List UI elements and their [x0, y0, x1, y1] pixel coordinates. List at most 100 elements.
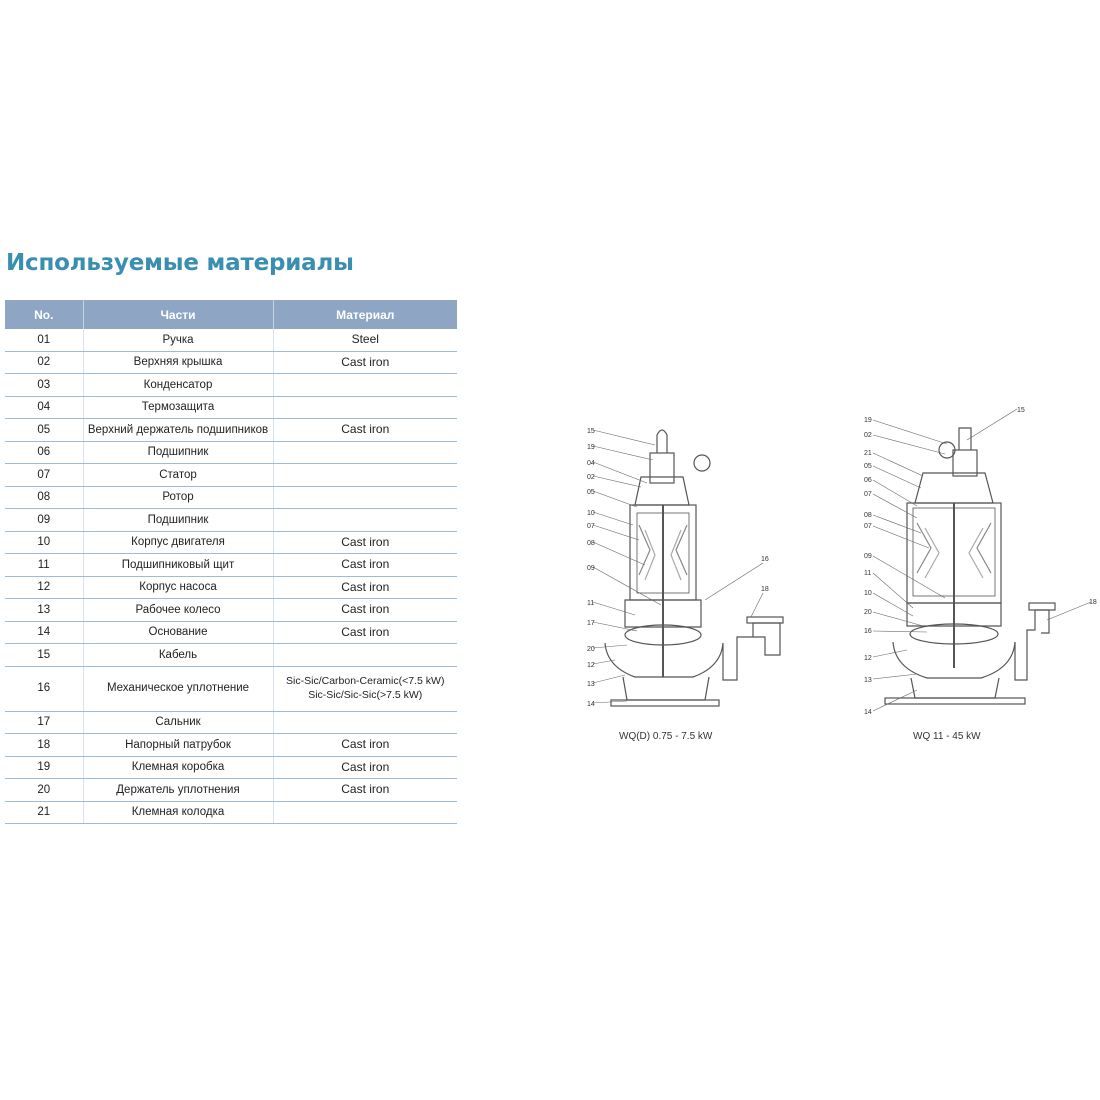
cell-part: Верхний держатель подшипников: [82, 418, 273, 442]
cell-material: Cast iron: [272, 778, 457, 802]
callout-label: 15: [1017, 407, 1025, 414]
callout-label: 07: [864, 523, 872, 530]
cell-part: Подшипник: [82, 508, 273, 532]
cell-material: Cast iron: [272, 598, 457, 622]
callout-label: 16: [761, 556, 769, 563]
callout-label: 09: [587, 565, 595, 572]
material-line: Sic-Sic/Carbon-Ceramic(<7.5 kW): [286, 675, 445, 688]
callout-label: 06: [864, 477, 872, 484]
cell-material: Cast iron: [272, 351, 457, 374]
cell-part: Кабель: [82, 643, 273, 667]
cell-material: [272, 643, 457, 667]
callout-label: 19: [864, 417, 872, 424]
cell-part: Держатель уплотнения: [82, 778, 273, 802]
callout-label: 11: [587, 600, 594, 607]
cell-no: 06: [5, 441, 83, 464]
cell-part: Подшипник: [82, 441, 273, 464]
cell-part: Верхняя крышка: [82, 351, 273, 374]
cell-part: Основание: [82, 621, 273, 644]
callout-label: 07: [864, 491, 872, 498]
cell-part: Статор: [82, 463, 273, 487]
callout-label: 05: [864, 463, 872, 470]
cell-no: 04: [5, 396, 83, 419]
cell-part: Сальник: [82, 711, 273, 734]
cell-part: Конденсатор: [82, 373, 273, 397]
cell-no: 15: [5, 643, 83, 667]
cell-no: 16: [5, 666, 83, 712]
cell-material: [272, 463, 457, 487]
cell-material: [272, 441, 457, 464]
cell-material: Cast iron: [272, 418, 457, 442]
header-part: Части: [82, 300, 273, 329]
cell-no: 12: [5, 576, 83, 599]
cell-no: 01: [5, 329, 83, 352]
cell-material: Cast iron: [272, 621, 457, 644]
cell-material: Cast iron: [272, 733, 457, 757]
pump-diagram-small: 15 19 04 02 05 10 07 08 09 11 17 20 12 1…: [587, 428, 784, 742]
cell-no: 09: [5, 508, 83, 532]
cell-part: Корпус насоса: [82, 576, 273, 599]
callout-label: 13: [864, 677, 872, 684]
cell-part: Клемная коробка: [82, 756, 273, 779]
diagram-caption: WQ(D) 0.75 - 7.5 kW: [619, 731, 713, 742]
callout-label: 08: [587, 540, 595, 547]
callout-label: 14: [587, 701, 595, 708]
callout-label: 21: [864, 450, 872, 457]
callout-label: 15: [587, 428, 595, 435]
callouts-large: 19 02 21 05 06 07 08 07 09 11 10 20 16 1…: [864, 407, 1097, 716]
callout-label: 13: [587, 681, 595, 688]
callout-label: 02: [587, 474, 595, 481]
cell-part: Ротор: [82, 486, 273, 509]
callout-label: 07: [587, 523, 595, 530]
callout-label: 18: [761, 586, 769, 593]
callout-label: 10: [587, 510, 595, 517]
callout-label: 20: [864, 609, 872, 616]
callouts-small: 15 19 04 02 05 10 07 08 09 11 17 20 12 1…: [587, 428, 769, 708]
page-title: Используемые материалы: [6, 250, 354, 276]
callout-label: 08: [864, 512, 872, 519]
cell-no: 11: [5, 553, 83, 577]
callout-label: 14: [864, 709, 872, 716]
cell-no: 10: [5, 531, 83, 554]
header-material: Материал: [272, 300, 457, 329]
header-no: No.: [5, 300, 83, 329]
callout-label: 18: [1089, 599, 1097, 606]
cell-no: 02: [5, 351, 83, 374]
cell-material: Cast iron: [272, 756, 457, 779]
cell-no: 21: [5, 801, 83, 824]
diagram-caption: WQ 11 - 45 kW: [913, 731, 981, 742]
cell-material: [272, 486, 457, 509]
cell-part: Клемная колодка: [82, 801, 273, 824]
cell-part: Механическое уплотнение: [82, 666, 273, 712]
cell-part: Ручка: [82, 329, 273, 352]
callout-label: 10: [864, 590, 872, 597]
callout-label: 12: [587, 662, 595, 669]
cell-part: Корпус двигателя: [82, 531, 273, 554]
callout-label: 02: [864, 432, 872, 439]
cell-part: Рабочее колесо: [82, 598, 273, 622]
cell-material: [272, 373, 457, 397]
cell-material: Sic-Sic/Carbon-Ceramic(<7.5 kW)Sic-Sic/S…: [272, 666, 457, 712]
callout-label: 04: [587, 460, 595, 467]
callout-label: 16: [864, 628, 872, 635]
cell-material: Steel: [272, 329, 457, 352]
cell-no: 17: [5, 711, 83, 734]
pump-diagram-large: 19 02 21 05 06 07 08 07 09 11 10 20 16 1…: [864, 407, 1097, 742]
callout-label: 09: [864, 553, 872, 560]
